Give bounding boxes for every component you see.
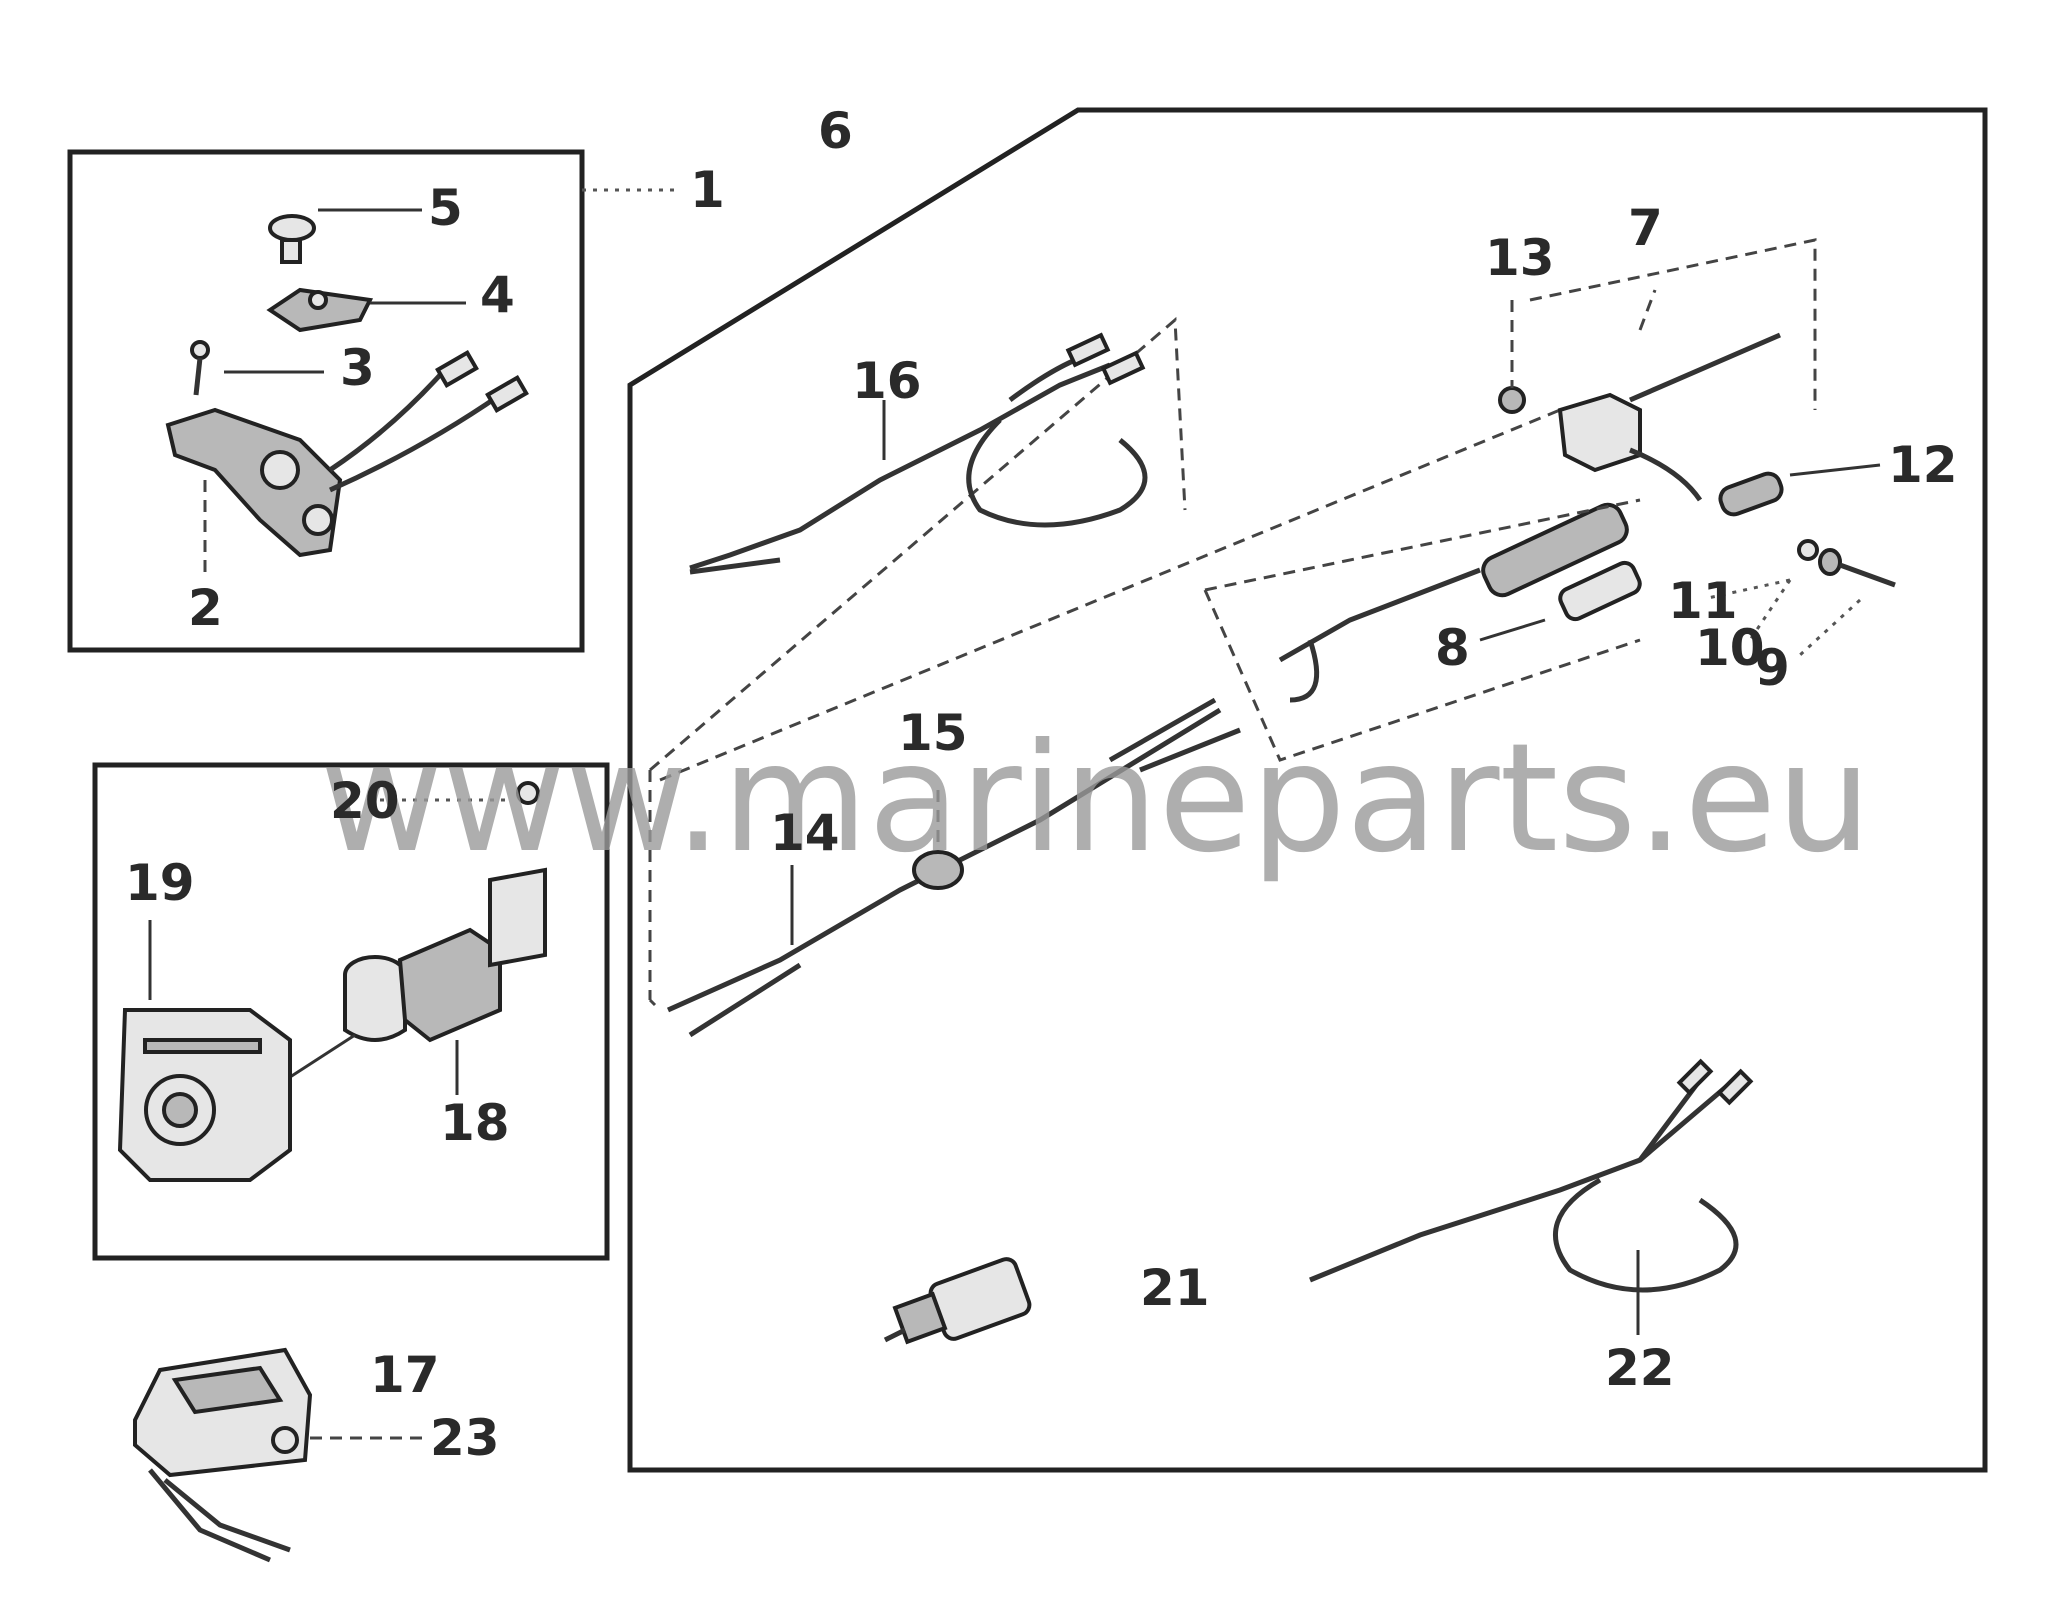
callout-18: 18 (440, 1094, 510, 1152)
callout-10: 10 (1695, 619, 1765, 677)
callout-15: 15 (898, 704, 968, 762)
key-switch-parts (117, 781, 547, 1182)
callout-12: 12 (1888, 436, 1958, 494)
callout-2: 2 (188, 579, 223, 637)
callout-11: 11 (1668, 572, 1738, 630)
callout-4: 4 (480, 266, 515, 324)
callout-23: 23 (430, 1409, 500, 1467)
wiring-harness-parts (648, 238, 1896, 1345)
callout-16: 16 (852, 352, 922, 410)
callout-8: 8 (1435, 619, 1470, 677)
callout-1: 1 (690, 161, 725, 219)
callout-7: 7 (1628, 199, 1663, 257)
callout-5: 5 (428, 179, 463, 237)
callout-20: 20 (330, 772, 400, 830)
callout-13: 13 (1485, 229, 1555, 287)
callout-17: 17 (370, 1346, 440, 1404)
callout-9: 9 (1755, 639, 1790, 697)
callout-19: 19 (125, 854, 195, 912)
main-assembly-frame (627, 107, 1988, 1473)
trim-sender-parts (165, 208, 529, 575)
callout-3: 3 (340, 339, 375, 397)
group-1-frame (67, 149, 585, 653)
callout-22: 22 (1605, 1339, 1675, 1397)
callout-14: 14 (770, 804, 840, 862)
watermark: www.marineparts.eu (320, 712, 1872, 886)
group-18-frame (92, 762, 610, 1261)
callout-6: 6 (818, 102, 853, 160)
callout-21: 21 (1140, 1259, 1210, 1317)
control-panel-parts (133, 1347, 422, 1563)
